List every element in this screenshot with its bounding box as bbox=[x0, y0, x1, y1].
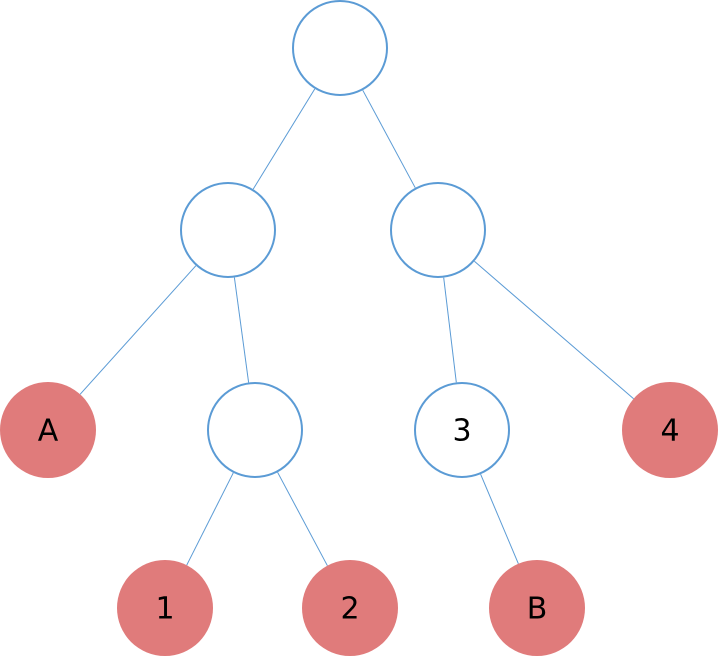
edge-left-right-to-left-right-left bbox=[186, 472, 234, 566]
node-label-left-left: A bbox=[38, 414, 59, 449]
node-label-right-left: 3 bbox=[452, 414, 471, 449]
edge-right-to-right-right bbox=[474, 260, 634, 400]
node-circle-root bbox=[292, 0, 388, 96]
node-circle-left bbox=[180, 182, 276, 278]
node-circle-right-right bbox=[622, 382, 718, 478]
node-label-right-right: 4 bbox=[660, 414, 679, 449]
tree-node-left-right-right: 2 bbox=[302, 560, 398, 656]
node-label-right-left-child: B bbox=[527, 592, 548, 627]
node-label-left-right-left: 1 bbox=[155, 592, 174, 627]
edge-root-to-left bbox=[252, 88, 316, 190]
tree-node-left-left: A bbox=[0, 382, 96, 478]
node-circle-left-right-left bbox=[117, 560, 213, 656]
edge-root-to-right bbox=[362, 90, 416, 188]
tree-node-left-right-left: 1 bbox=[117, 560, 213, 656]
tree-node-left bbox=[180, 182, 276, 278]
node-circle-right bbox=[390, 182, 486, 278]
tree-node-left-right bbox=[207, 382, 303, 478]
tree-node-root bbox=[292, 0, 388, 96]
node-circle-left-right bbox=[207, 382, 303, 478]
edge-left-to-left-right bbox=[233, 277, 250, 383]
node-circle-right-left bbox=[414, 382, 510, 478]
node-circle-left-left bbox=[0, 382, 96, 478]
tree-node-right-right: 4 bbox=[622, 382, 718, 478]
tree-edges bbox=[79, 88, 634, 566]
tree-node-right-left-child: B bbox=[489, 560, 585, 656]
edge-right-left-to-right-left-child bbox=[480, 474, 519, 564]
edge-right-to-right-left bbox=[443, 277, 457, 383]
node-circle-left-right-right bbox=[302, 560, 398, 656]
node-circle-right-left-child bbox=[489, 560, 585, 656]
edge-left-to-left-left bbox=[79, 265, 197, 395]
node-label-left-right-right: 2 bbox=[340, 592, 359, 627]
tree-node-right-left: 3 bbox=[414, 382, 510, 478]
edge-left-right-to-left-right-right bbox=[277, 472, 328, 566]
tree-node-right bbox=[390, 182, 486, 278]
